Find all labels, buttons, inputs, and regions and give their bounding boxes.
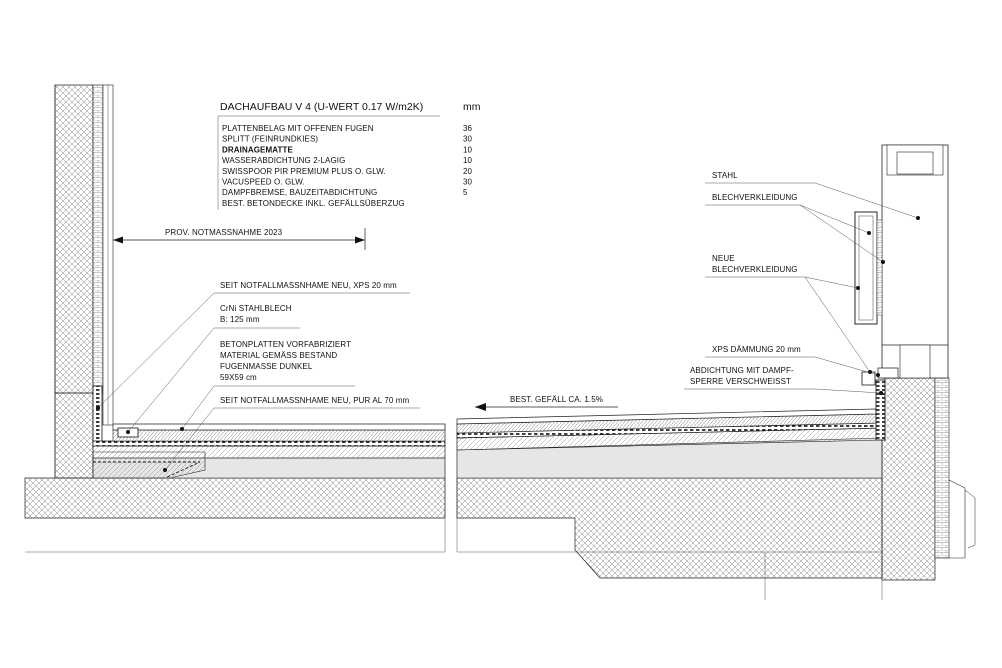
callout-stahl: STAHL: [712, 171, 738, 180]
sheet-cladding: [854, 211, 883, 325]
table-title: DACHAUFBAU V 4 (U-WERT 0.17 W/m2K): [220, 101, 423, 113]
callout-beton-line2: MATERIAL GEMÄSS BESTAND: [220, 351, 337, 360]
callout-crni-line1: CrNi STAHLBLECH: [220, 304, 292, 313]
layer-name: SPLITT (FEINRUNDKIES): [222, 135, 318, 144]
layer-name: WASSERABDICHTUNG 2-LAGIG: [222, 156, 345, 165]
section-break: [444, 424, 458, 552]
table-unit-header: mm: [463, 101, 481, 113]
layer-thickness: 36: [463, 124, 473, 133]
dimension-line: PROV. NOTMASSNAHME 2023: [113, 228, 366, 250]
callout-abdichtung-line1: ABDICHTUNG MIT DAMPF-: [690, 366, 794, 375]
callout-neue-line2: BLECHVERKLEIDUNG: [712, 265, 798, 274]
layer-thickness: 10: [463, 156, 473, 165]
slope-label: BEST. GEFÄLL CA. 1.5%: [510, 395, 603, 404]
layer-thickness: 30: [463, 135, 473, 144]
slope-indicator: BEST. GEFÄLL CA. 1.5%: [475, 395, 618, 411]
layer-thickness: 20: [463, 167, 473, 176]
dimension-label: PROV. NOTMASSNAHME 2023: [165, 228, 283, 237]
callout-xps-left: SEIT NOTFALLMASSNHAME NEU, XPS 20 mm: [220, 281, 397, 290]
layer-thickness: 30: [463, 178, 473, 187]
right-callouts: STAHL BLECHVERKLEIDUNG NEUE BLECHVERKLEI…: [684, 171, 920, 395]
layer-table: DACHAUFBAU V 4 (U-WERT 0.17 W/m2K) mm PL…: [217, 101, 481, 210]
left-wall: [54, 84, 114, 479]
layer-name: SWISSPOOR PIR PREMIUM PLUS O. GLW.: [222, 167, 386, 176]
layer-thickness: 5: [463, 188, 468, 197]
right-upstand: [764, 377, 976, 600]
steel-column: [861, 144, 949, 386]
layer-name: PLATTENBELAG MIT OFFENEN FUGEN: [222, 124, 374, 133]
layer-name: DAMPFBREMSE, BAUZEITABDICHTUNG: [222, 188, 377, 197]
callout-abdichtung-line2: SPERRE VERSCHWEISST: [690, 377, 791, 386]
callout-neue-line1: NEUE: [712, 254, 735, 263]
callout-beton-line1: BETONPLATTEN VORFABRIZIERT: [220, 340, 351, 349]
left-upstand-membrane: [92, 385, 103, 445]
callout-pur: SEIT NOTFALLMASSNHAME NEU, PUR AL 70 mm: [220, 396, 410, 405]
callout-beton-line4: 59X59 cm: [220, 373, 257, 382]
callout-beton-line3: FUGENMASSE DUNKEL: [220, 362, 313, 371]
layer-name: BEST. BETONDECKE INKL. GEFÄLLSÜBERZUG: [222, 199, 405, 208]
layer-thickness: 10: [463, 145, 473, 154]
layer-name: DRAINAGEMATTE: [222, 145, 293, 154]
layer-name: VACUSPEED O. GLW.: [222, 178, 305, 187]
right-roof-build-up: [456, 408, 883, 579]
left-callouts: SEIT NOTFALLMASSNHAME NEU, XPS 20 mm CrN…: [96, 281, 420, 472]
callout-crni-line2: B: 125 mm: [220, 315, 260, 324]
callout-xps-right: XPS DÄMMUNG 20 mm: [712, 345, 801, 354]
callout-blechverkleidung: BLECHVERKLEIDUNG: [712, 193, 798, 202]
